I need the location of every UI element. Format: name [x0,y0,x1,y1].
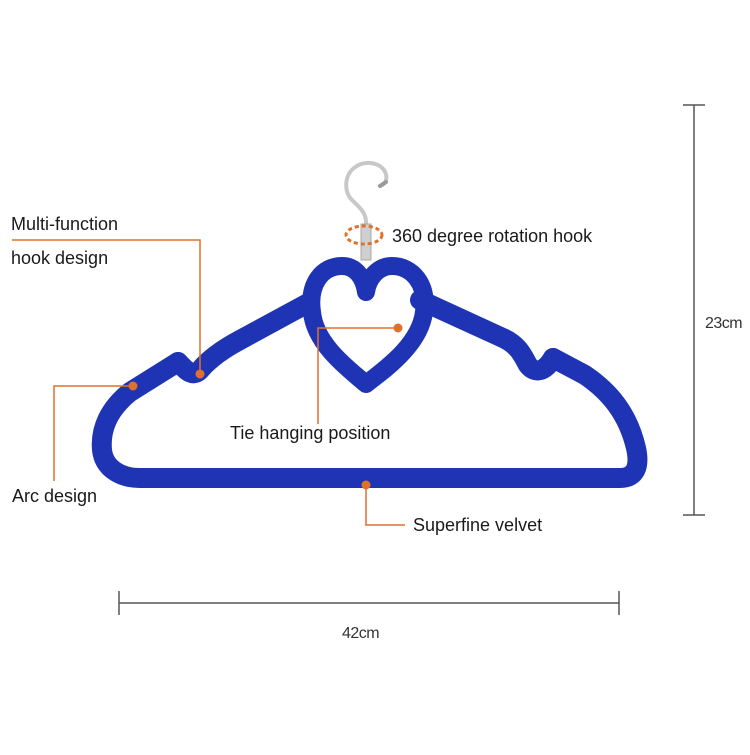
hanger-body [91,348,648,488]
superfine-velvet-dot [361,480,371,490]
rotation-marker [344,224,384,246]
multi-function-label-line1: Multi-function [11,214,119,234]
tie-hanging-dot [393,323,403,333]
hook-tip [378,180,388,188]
multi-function-label-line2: hook design [11,248,109,268]
multi-function-dot [195,369,205,379]
arc-design-dot [128,381,138,391]
arc-design-label: Arc design [12,486,98,506]
height-dimension-label: 23cm [705,315,743,332]
superfine-velvet-label: Superfine velvet [413,515,543,535]
rotation-hook-label: 360 degree rotation hook [392,226,593,246]
metal-hook [344,161,389,250]
hanger-left-arm [168,292,320,384]
heart-frame [302,257,434,393]
tie-hanging-label: Tie hanging position [230,423,391,443]
width-dimension-label: 42cm [342,625,380,642]
multi-function-leader [12,239,201,373]
superfine-velvet-leader [365,485,405,526]
hanger-right-arm [410,290,563,381]
tie-hanging-leader [317,327,398,424]
arc-design-leader [53,385,132,481]
hook-neck [360,223,372,261]
